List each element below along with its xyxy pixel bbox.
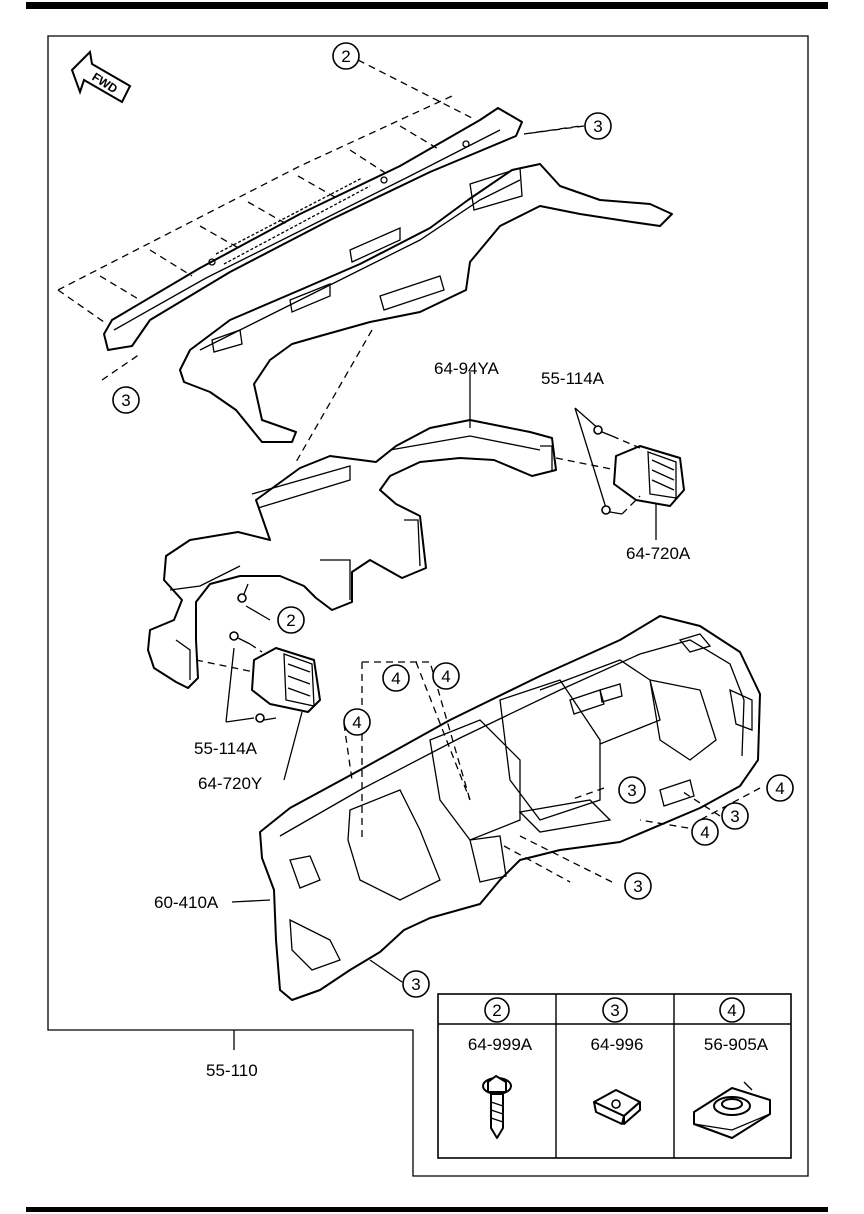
label-duct: 64-94YA (434, 359, 500, 378)
duct-assembly (147, 419, 557, 689)
upper-bracket (179, 163, 673, 443)
callout-2-mid: 2 (277, 606, 305, 634)
svg-text:3: 3 (121, 391, 130, 410)
callout-2-top: 2 (332, 42, 360, 70)
label-assembly: 55-110 (206, 1061, 258, 1080)
label-screw-right: 55-114A (541, 369, 605, 388)
svg-text:2: 2 (286, 611, 295, 630)
vent-right (613, 445, 685, 507)
screw-left-upper (229, 631, 251, 645)
svg-text:3: 3 (633, 877, 642, 896)
bolt-icon (482, 1075, 512, 1139)
spring-clip-icon (693, 1081, 771, 1139)
bottom-border-bar (26, 1207, 828, 1212)
vent-left (251, 647, 321, 713)
svg-text:3: 3 (593, 117, 602, 136)
defroster-panel (103, 107, 523, 351)
svg-text:4: 4 (441, 667, 450, 686)
callout-3-bottom-left: 3 (402, 970, 430, 998)
callout-4-b: 4 (432, 662, 460, 690)
legend-header-3: 3 (602, 997, 628, 1023)
screw-mid (237, 583, 249, 603)
callout-4-right: 4 (766, 774, 794, 802)
svg-text:3: 3 (411, 975, 420, 994)
dashboard-panel (259, 615, 761, 1001)
callout-3-left: 3 (112, 386, 140, 414)
legend-header-2: 2 (484, 997, 510, 1023)
leader-dash (231, 899, 271, 903)
leader-screw-right (574, 407, 607, 509)
clip-nut-icon (593, 1089, 641, 1125)
svg-text:3: 3 (730, 807, 739, 826)
svg-text:2: 2 (492, 1001, 501, 1020)
leader-bracket-duct (295, 329, 373, 463)
callout-3-top-right: 3 (584, 112, 612, 140)
svg-text:4: 4 (727, 1001, 736, 1020)
label-vent-left: 64-720Y (198, 774, 262, 793)
label-screw-left: 55-114A (194, 739, 258, 758)
fastener-legend-table: 2 3 4 64-999A 64-996 56-905A (437, 993, 792, 1159)
screw-right-lower (601, 505, 623, 515)
leader-screw-left (225, 647, 255, 723)
svg-text:2: 2 (341, 47, 350, 66)
label-dash-panel: 60-410A (154, 893, 219, 912)
callout-3-right2: 3 (721, 802, 749, 830)
leader-2-top (357, 59, 473, 119)
label-vent-right: 64-720A (626, 544, 691, 563)
callout-3-panel-right: 3 (618, 776, 646, 804)
screw-right-upper (593, 425, 613, 437)
callout-3-bottom-mid: 3 (624, 872, 652, 900)
svg-text:4: 4 (391, 669, 400, 688)
callout-4-c: 4 (343, 708, 371, 736)
projection-lines (57, 95, 453, 291)
top-border-bar (26, 2, 828, 9)
assembly-frame (47, 35, 809, 1177)
leader-vent-left (283, 711, 303, 781)
legend-part-2: 64-999A (468, 1035, 533, 1054)
legend-part-3: 64-996 (591, 1035, 644, 1054)
callout-4-right3: 4 (691, 818, 719, 846)
legend-header-4: 4 (719, 997, 745, 1023)
svg-text:4: 4 (700, 823, 709, 842)
svg-text:4: 4 (775, 779, 784, 798)
screw-left-lower (255, 713, 277, 723)
svg-text:4: 4 (352, 713, 361, 732)
svg-text:3: 3 (627, 781, 636, 800)
fwd-arrow-icon: FWD (70, 49, 132, 104)
callout-4-a: 4 (382, 664, 410, 692)
svg-text:3: 3 (610, 1001, 619, 1020)
legend-part-4: 56-905A (704, 1035, 769, 1054)
